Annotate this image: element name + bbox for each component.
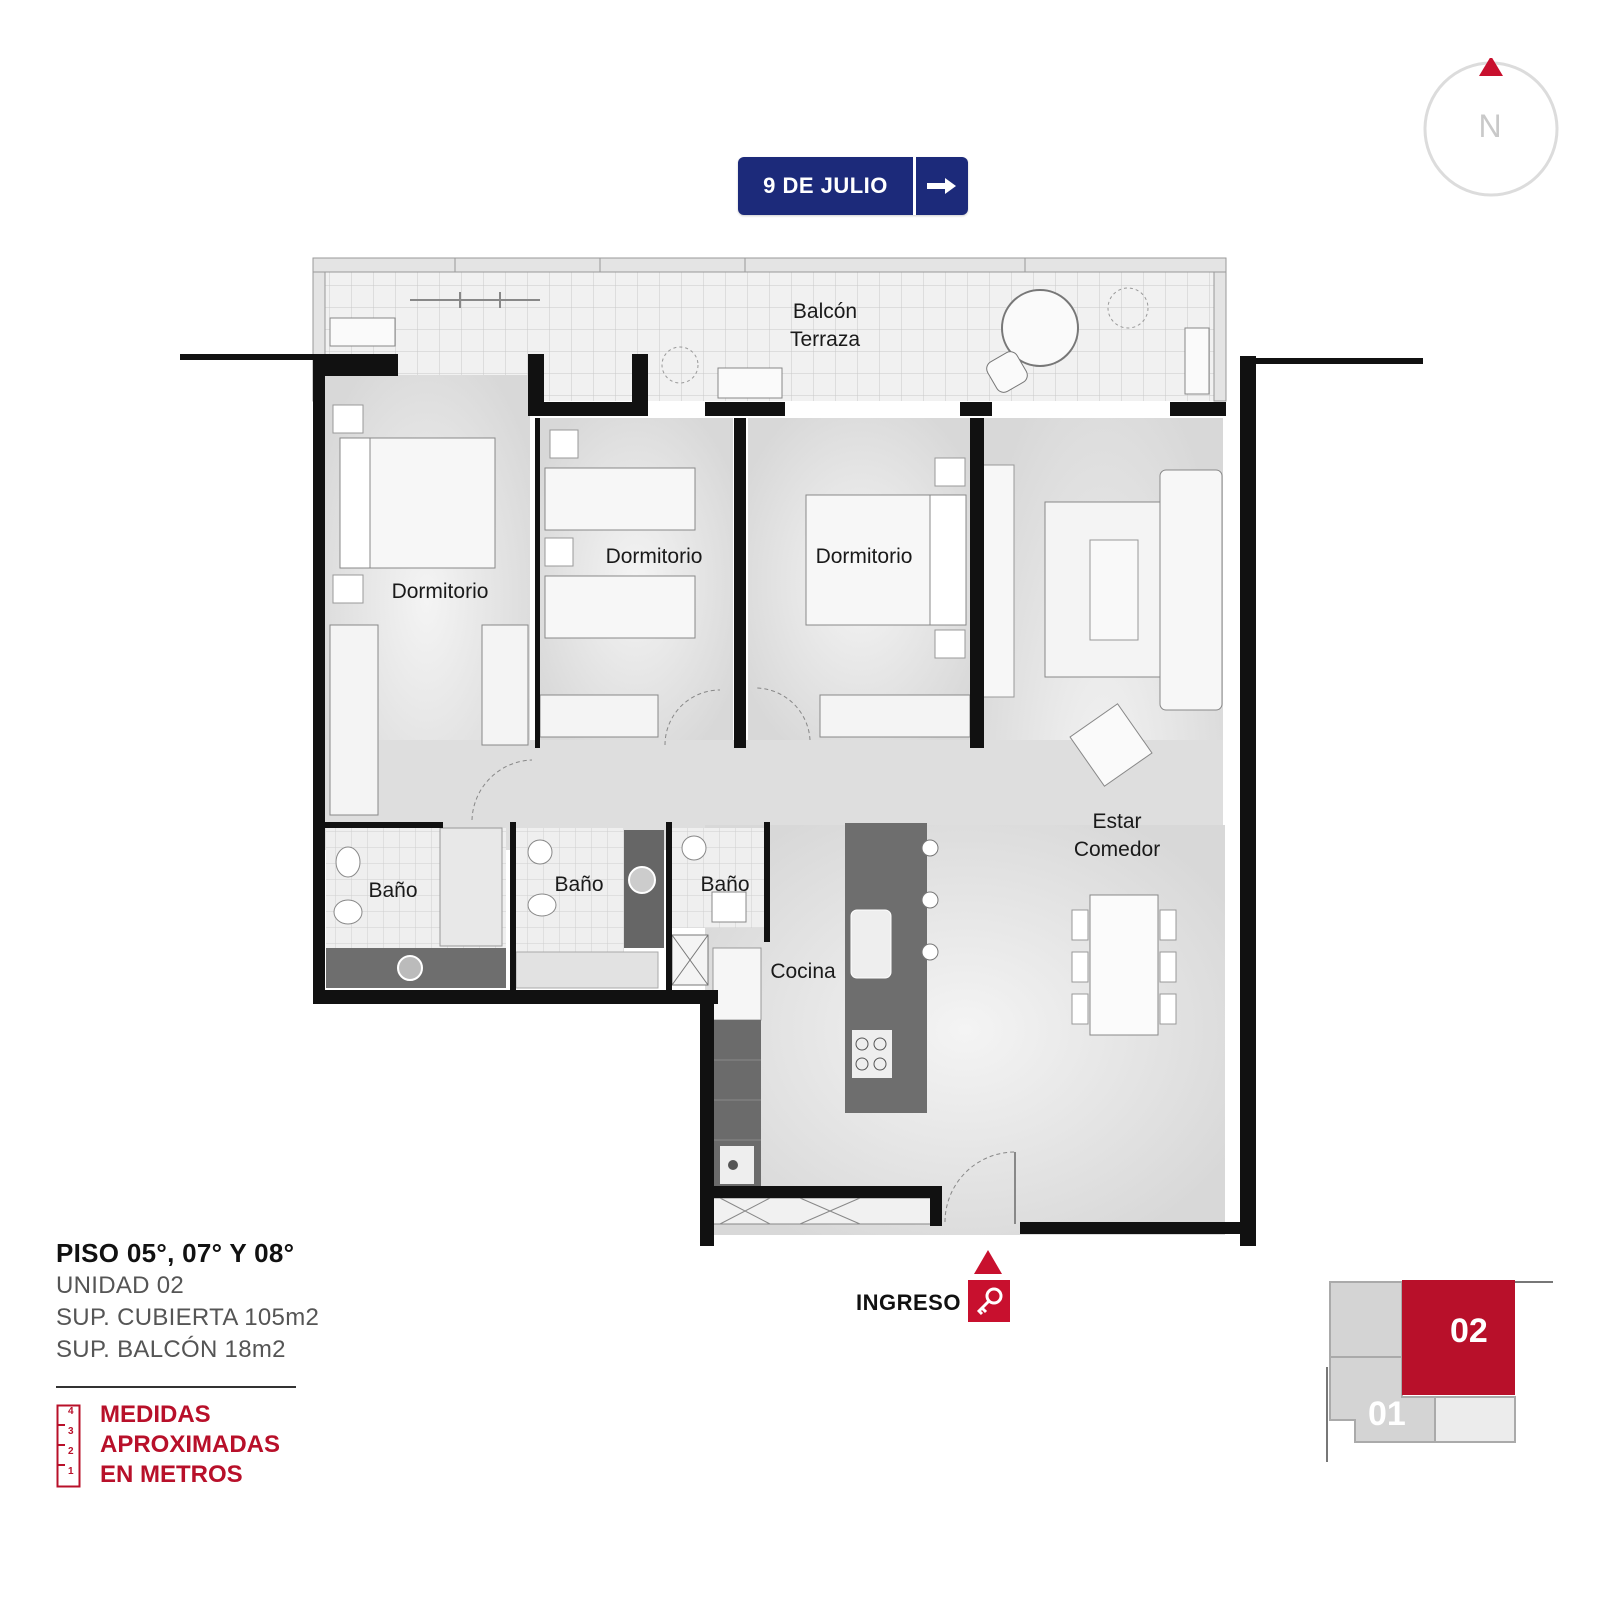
room-label-bedroom-2: Dormitorio <box>605 545 703 568</box>
measurements-note-line1: MEDIDAS <box>100 1401 211 1428</box>
measurements-note: MEDIDAS APROXIMADAS EN METROS <box>100 1400 280 1490</box>
unit-label: UNIDAD 02 <box>56 1272 185 1299</box>
room-label-bathroom-3: Baño <box>700 873 750 896</box>
entrance-triangle-icon <box>974 1250 1002 1274</box>
ruler-tick-2: 2 <box>68 1446 74 1457</box>
street-badge: 9 DE JULIO <box>738 157 968 215</box>
ruler-icon: 4 3 2 1 <box>56 1404 82 1488</box>
measurements-note-line3: EN METROS <box>100 1461 243 1488</box>
arrow-right-icon <box>916 157 968 215</box>
room-label-balcony-line1: Balcón <box>792 300 858 323</box>
key-plan-label-01: 01 <box>1368 1395 1406 1433</box>
room-label-living-line1: Estar <box>1092 810 1142 833</box>
walls <box>180 354 1423 1246</box>
balcony-area-label: SUP. BALCÓN 18m2 <box>56 1336 286 1363</box>
measurements-note-line2: APROXIMADAS <box>100 1431 281 1458</box>
ruler-tick-4: 4 <box>68 1406 74 1417</box>
room-label-bedroom-1: Dormitorio <box>391 580 489 603</box>
info-divider <box>56 1386 296 1388</box>
entrance-label: INGRESO <box>856 1290 961 1315</box>
compass-icon <box>1423 58 1559 197</box>
compass-north-label: N <box>1478 108 1502 144</box>
covered-area-label: SUP. CUBIERTA 105m2 <box>56 1304 320 1331</box>
street-name: 9 DE JULIO <box>763 173 888 198</box>
ruler-tick-3: 3 <box>68 1426 74 1437</box>
ruler-tick-1: 1 <box>68 1466 74 1477</box>
room-label-bathroom-1: Baño <box>368 879 418 902</box>
room-label-kitchen: Cocina <box>770 960 836 983</box>
street-badge-divider <box>913 157 916 215</box>
key-plan-unit-02 <box>1402 1280 1515 1395</box>
room-label-balcony: Balcón Terraza <box>760 298 890 355</box>
key-plan <box>1326 1280 1553 1462</box>
room-label-living: Estar Comedor <box>1052 808 1182 865</box>
key-icon <box>968 1280 1010 1322</box>
room-label-bathroom-2: Baño <box>554 873 604 896</box>
room-label-living-line2: Comedor <box>1073 838 1161 862</box>
room-label-balcony-line2: Terraza <box>789 328 861 352</box>
floor-levels-title: PISO 05°, 07° Y 08° <box>56 1238 295 1268</box>
key-plan-label-02: 02 <box>1450 1312 1488 1350</box>
room-label-bedroom-3: Dormitorio <box>815 545 913 568</box>
